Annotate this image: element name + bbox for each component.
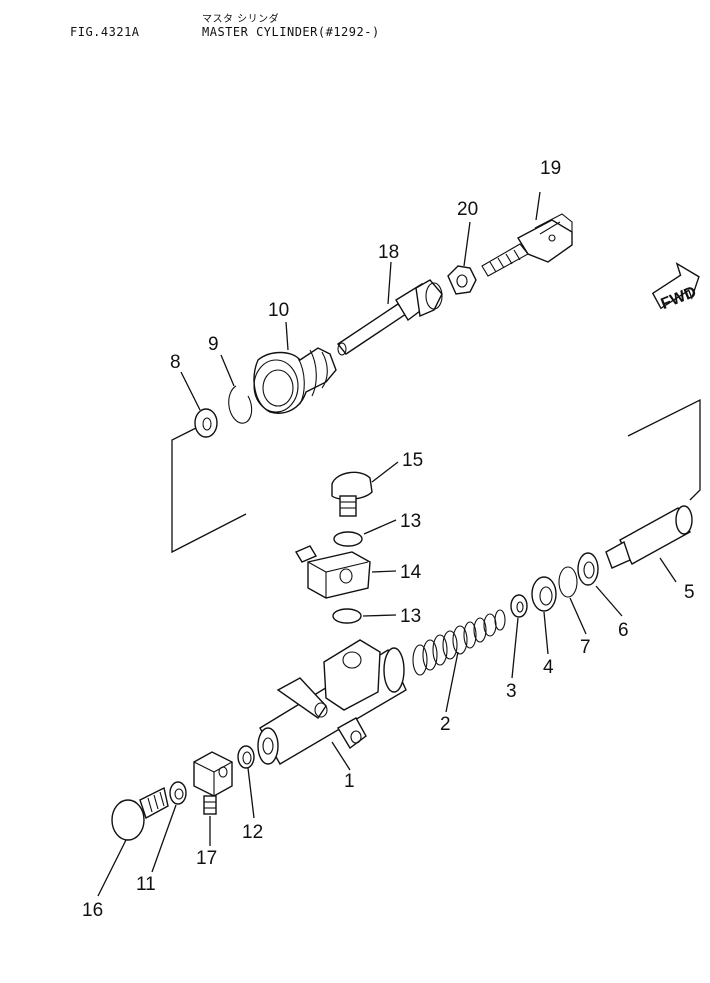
callout-18: 18 — [378, 242, 399, 263]
part-12-gasket — [237, 745, 255, 769]
callout-2: 2 — [440, 714, 451, 735]
part-15-plug — [331, 471, 373, 517]
callout-14: 14 — [400, 562, 422, 583]
callout-11: 11 — [136, 874, 156, 895]
callout-16: 16 — [82, 900, 103, 921]
callout-13-upper: 13 — [400, 511, 421, 532]
figure-number: FIG.4321A — [70, 25, 140, 39]
part-2-spring — [412, 609, 506, 676]
part-19-clevis — [481, 213, 573, 277]
part-10-dust-boot — [253, 347, 337, 414]
callout-7: 7 — [580, 637, 591, 658]
part-16-bolt — [111, 786, 169, 841]
part-5-piston — [605, 505, 693, 569]
part-8-washer — [194, 408, 218, 438]
part-14-union-block — [294, 545, 371, 599]
fwd-arrow-icon: FWD — [651, 262, 700, 313]
title-english: MASTER CYLINDER(#1292-) — [202, 25, 380, 39]
part-13-upper-seal-ring — [333, 531, 363, 547]
leader-lines — [97, 191, 677, 897]
callout-3: 3 — [506, 681, 517, 702]
callout-numbers: 19 20 18 10 9 8 15 13 14 13 5 6 7 4 3 2 … — [82, 158, 695, 921]
part-11-washer — [169, 781, 187, 805]
callout-8: 8 — [170, 352, 181, 373]
part-18-push-rod — [336, 279, 443, 356]
part-3-washer — [510, 594, 528, 618]
callout-10: 10 — [268, 300, 289, 321]
assembly-bracket-lines — [171, 398, 701, 554]
callout-13-lower: 13 — [400, 606, 421, 627]
callout-4: 4 — [543, 657, 554, 678]
part-7-ring — [558, 566, 578, 598]
part-4-cup — [531, 576, 557, 612]
callout-20: 20 — [457, 199, 478, 220]
callout-5: 5 — [684, 582, 695, 603]
callout-19: 19 — [540, 158, 561, 179]
part-13-lower-seal-ring — [332, 608, 362, 624]
part-20-nut — [447, 265, 477, 295]
callout-9: 9 — [208, 334, 219, 355]
part-1-cylinder-body — [257, 639, 407, 765]
callout-6: 6 — [618, 620, 629, 641]
callout-1: 1 — [344, 771, 355, 792]
part-9-snap-ring — [228, 385, 253, 424]
title-japanese: マスタ シリンダ — [202, 14, 280, 25]
part-6-cup — [577, 552, 599, 586]
callout-12: 12 — [242, 822, 263, 843]
part-17-elbow-block — [193, 751, 233, 815]
callout-17: 17 — [196, 848, 217, 869]
callout-15: 15 — [402, 450, 423, 471]
